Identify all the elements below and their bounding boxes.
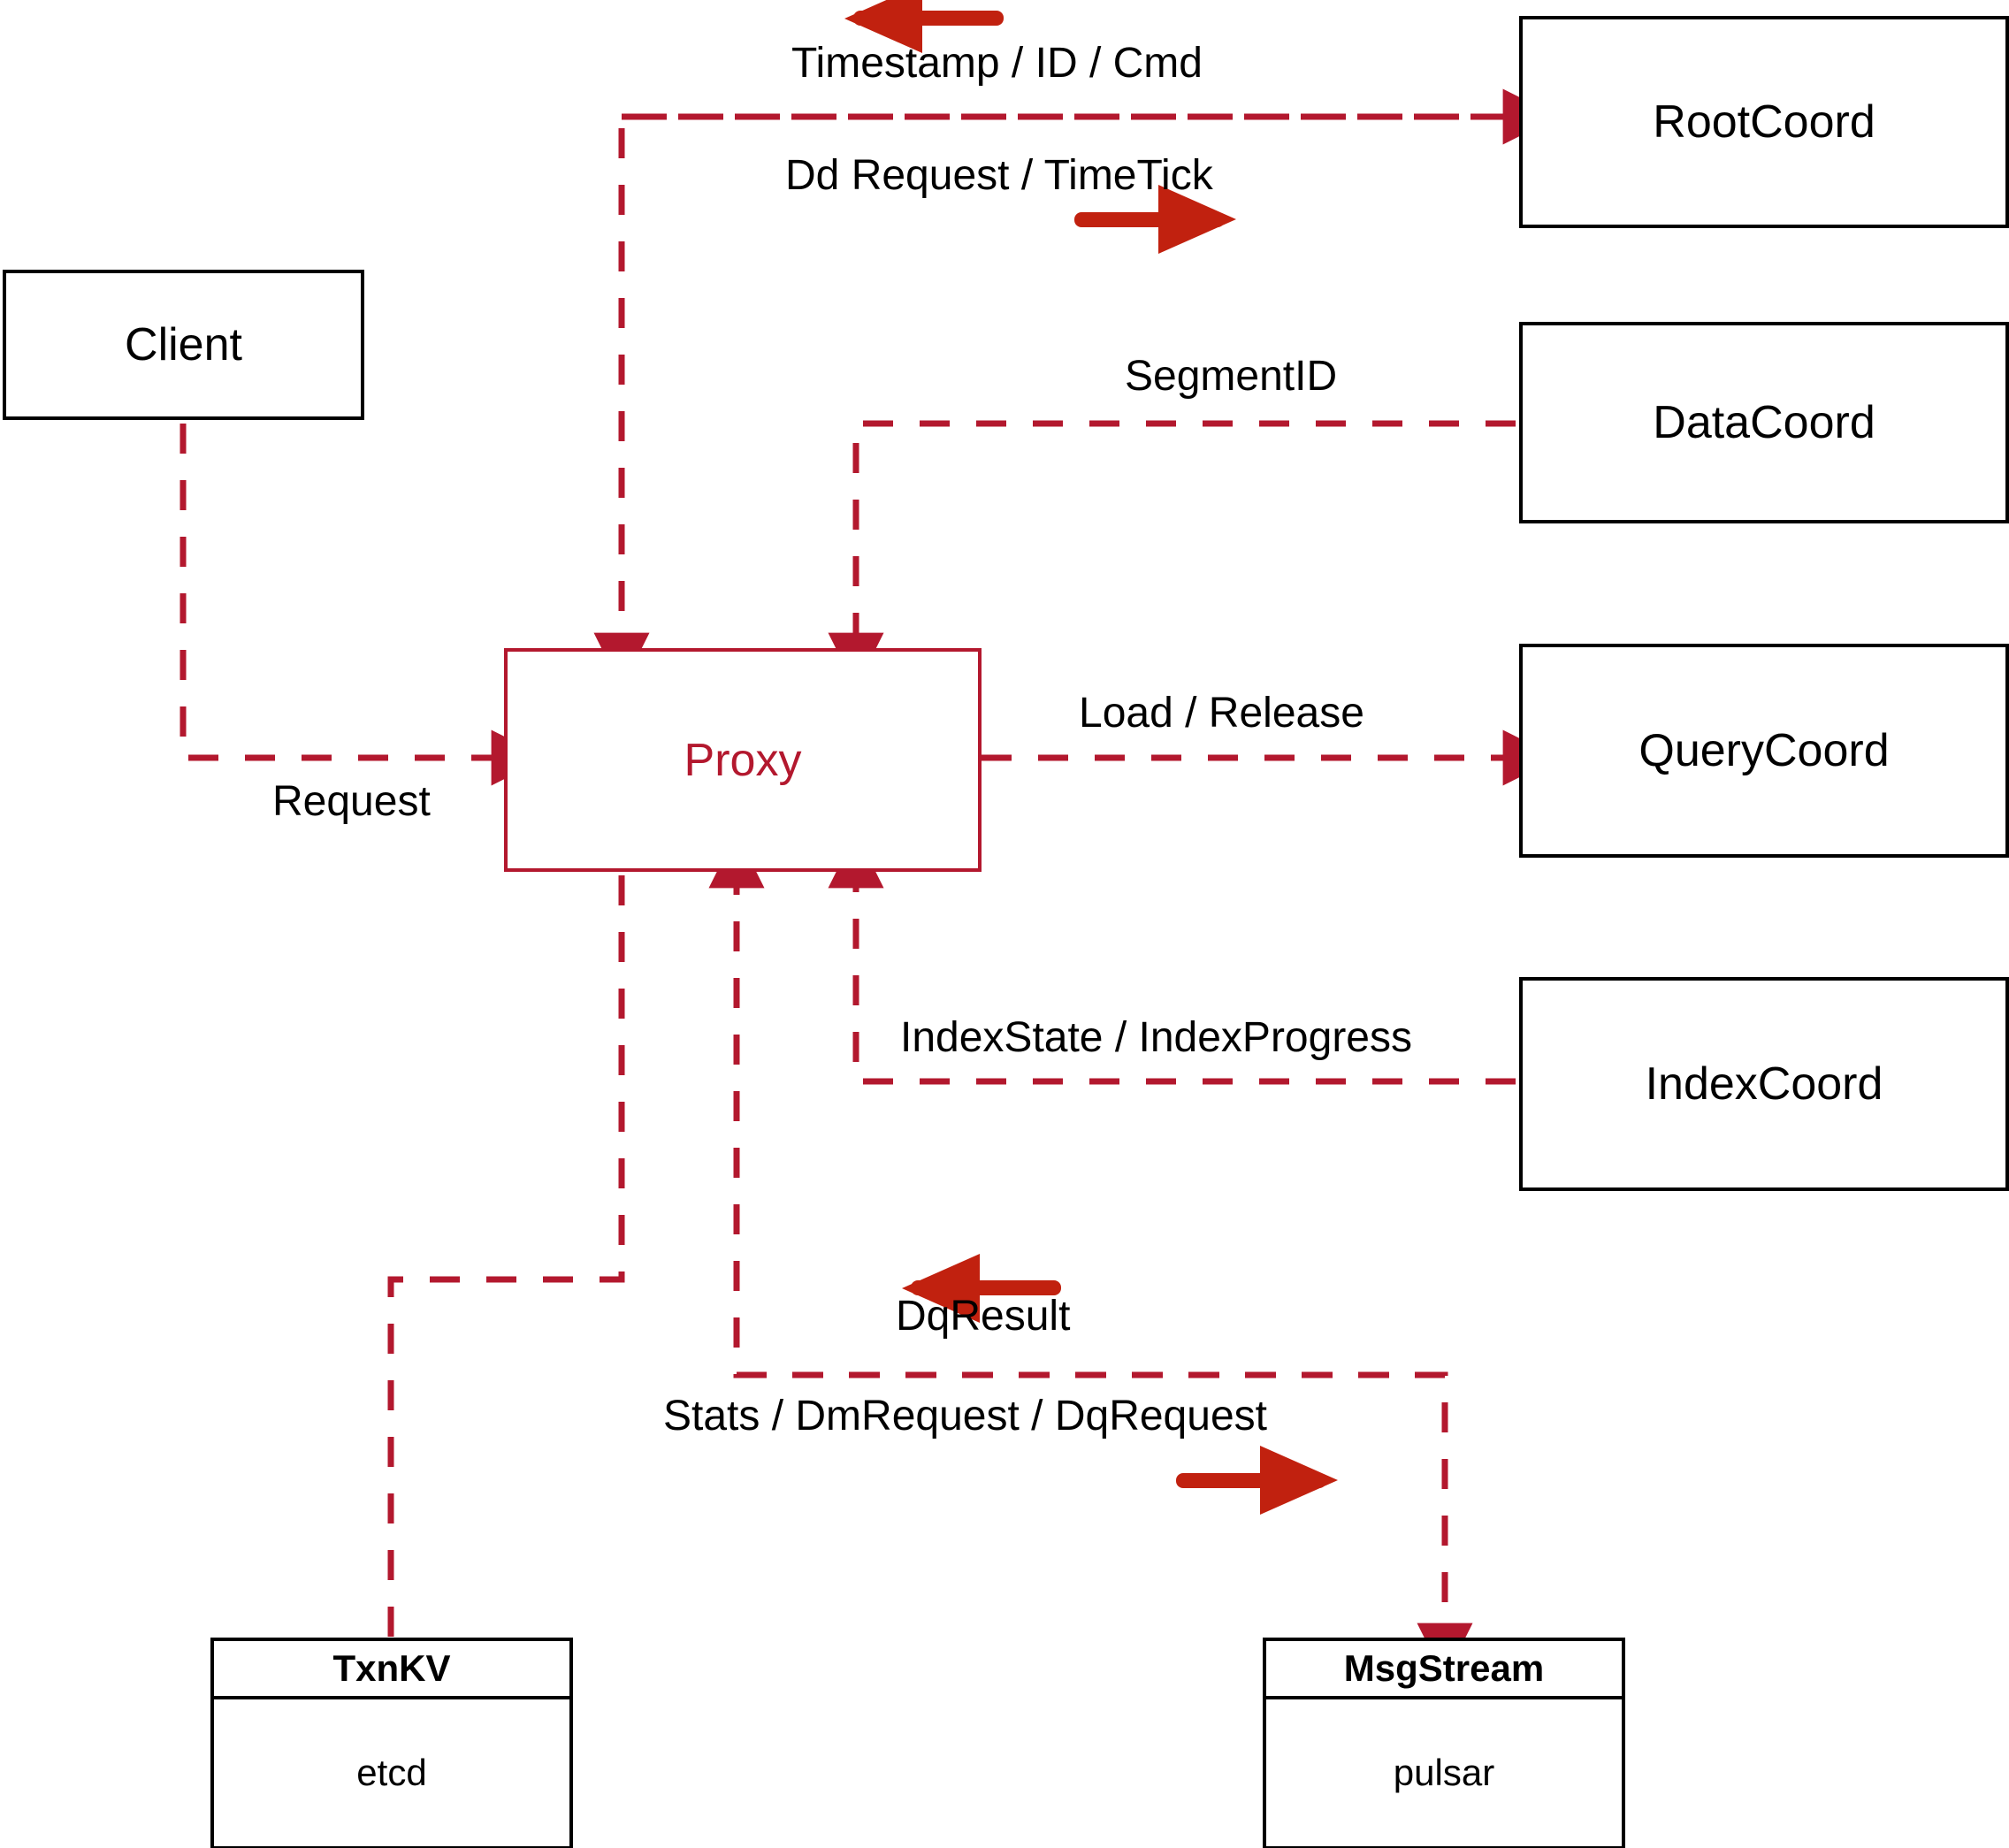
node-query-coord[interactable]: QueryCoord xyxy=(1519,644,2009,858)
edge-segment-id-path xyxy=(828,420,1516,689)
direction-arrow-right-ddrequest xyxy=(1074,185,1236,254)
direction-arrow-left-dqresult xyxy=(902,1254,1061,1323)
node-msgstream-header: MsgStream xyxy=(1266,1641,1622,1699)
edge-label-index-state: IndexState / IndexProgress xyxy=(900,1014,1412,1061)
edge-label-load-release: Load / Release xyxy=(1079,690,1364,737)
node-proxy-label: Proxy xyxy=(684,734,802,786)
edge-label-dd-request-timetick: Dd Request / TimeTick xyxy=(785,152,1213,199)
node-index-coord-label: IndexCoord xyxy=(1645,1058,1883,1110)
node-txnkv-header: TxnKV xyxy=(214,1641,569,1699)
node-msgstream[interactable]: MsgStream pulsar xyxy=(1263,1638,1625,1848)
edge-stats-dm-dq-path xyxy=(737,1371,1473,1679)
node-data-coord-label: DataCoord xyxy=(1653,397,1875,448)
node-proxy[interactable]: Proxy xyxy=(504,648,982,872)
node-index-coord[interactable]: IndexCoord xyxy=(1519,977,2009,1191)
edge-label-dq-result: DqResult xyxy=(896,1293,1071,1340)
node-root-coord-label: RootCoord xyxy=(1653,96,1875,148)
node-query-coord-label: QueryCoord xyxy=(1639,725,1890,776)
node-client[interactable]: Client xyxy=(3,270,364,420)
node-txnkv[interactable]: TxnKV etcd xyxy=(210,1638,573,1848)
node-txnkv-body: etcd xyxy=(356,1752,427,1793)
edge-label-segment-id: SegmentID xyxy=(1125,353,1338,400)
node-data-coord[interactable]: DataCoord xyxy=(1519,322,2009,523)
edge-label-request: Request xyxy=(272,778,431,825)
edge-index-state-path xyxy=(828,832,1516,1085)
edge-txnkv-path xyxy=(387,875,625,1638)
edge-label-stats-dm-dq: Stats / DmRequest / DqRequest xyxy=(663,1393,1267,1439)
edge-label-timestamp-id-cmd: Timestamp / ID / Cmd xyxy=(791,40,1203,87)
node-root-coord[interactable]: RootCoord xyxy=(1519,16,2009,228)
direction-arrow-left-timestamp xyxy=(844,0,1004,53)
node-msgstream-body: pulsar xyxy=(1393,1752,1495,1793)
direction-arrow-right-stats xyxy=(1176,1446,1338,1515)
node-client-label: Client xyxy=(125,319,242,370)
